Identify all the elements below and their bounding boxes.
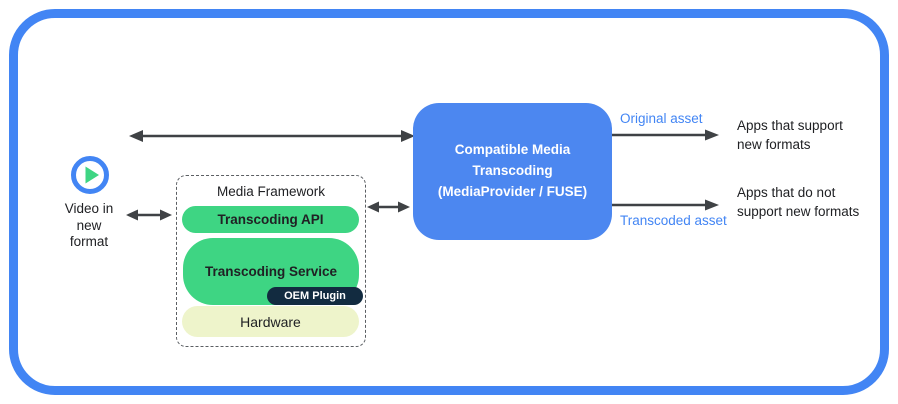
transcoded-asset-label: Transcoded asset — [620, 213, 727, 228]
video-source-label: Video in new format — [64, 201, 114, 249]
original-asset-label: Original asset — [620, 111, 703, 126]
transcoding-api-layer: Transcoding API — [182, 206, 359, 233]
play-icon — [71, 156, 109, 194]
apps-no-support-new-formats-label: Apps that do not support new formats — [737, 185, 860, 219]
apps-support-new-formats-label: Apps that support new formats — [737, 118, 843, 152]
source-to-transcoder-bidirectional-arrow — [129, 130, 415, 142]
media-framework-title: Media Framework — [216, 184, 326, 199]
framework-to-transcoder-bidirectional-arrow — [367, 201, 410, 213]
play-icon-triangle — [85, 166, 99, 184]
media-framework-box: Media Framework Transcoding API Transcod… — [176, 175, 366, 347]
transcoded-asset-arrow — [612, 199, 719, 211]
hardware-layer: Hardware — [182, 306, 359, 337]
compatible-media-transcoding-box: Compatible Media Transcoding (MediaProvi… — [413, 103, 612, 240]
video-to-framework-bidirectional-arrow — [126, 209, 172, 221]
original-asset-arrow — [612, 129, 719, 141]
oem-plugin-badge: OEM Plugin — [267, 287, 363, 305]
